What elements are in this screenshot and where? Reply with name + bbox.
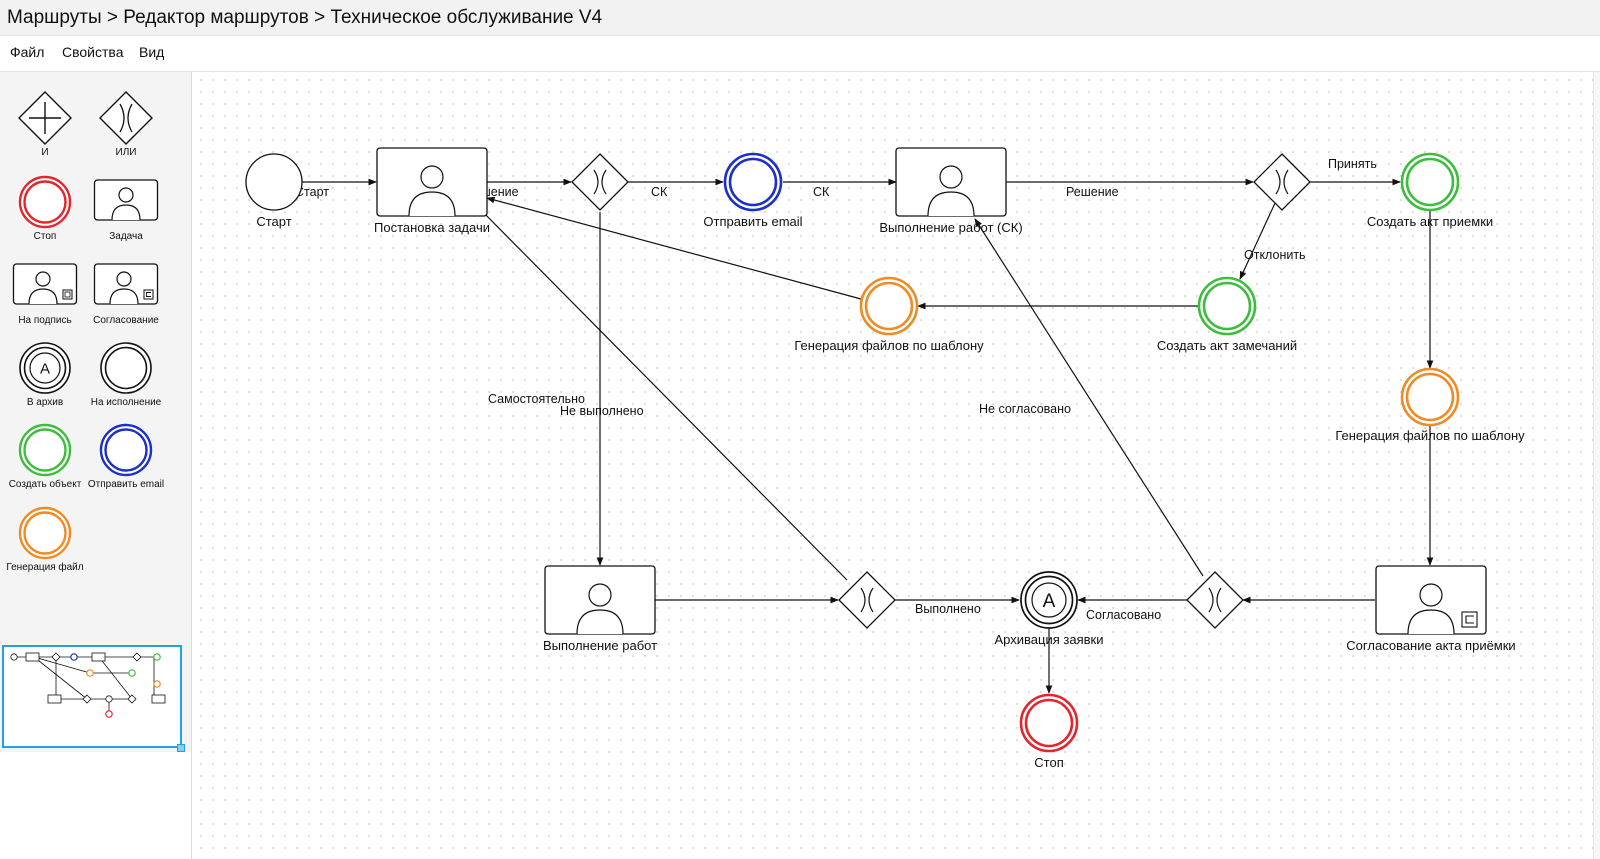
palette-label: Генерация файл — [6, 562, 84, 573]
edge-label: Отклонить — [1244, 248, 1306, 262]
palette-item-task[interactable]: Задача — [85, 174, 167, 242]
title-bar: Маршруты > Редактор маршрутов > Техничес… — [0, 0, 1600, 36]
node-approve-act[interactable] — [1375, 565, 1487, 635]
node-task-sk[interactable] — [895, 147, 1007, 217]
node-label: Стоп — [1034, 755, 1063, 770]
node-archive[interactable]: A — [1020, 571, 1078, 629]
node-label: Согласование акта приёмки — [1346, 638, 1515, 653]
palette-item-archive[interactable]: A В архив — [4, 340, 86, 408]
node-gateway-4[interactable] — [1186, 571, 1244, 629]
menu-view[interactable]: Вид — [139, 44, 165, 60]
node-label: Создать акт приемки — [1367, 214, 1493, 229]
node-label: Постановка задачи — [374, 220, 490, 235]
node-stop[interactable] — [1019, 693, 1079, 753]
menu-file[interactable]: Файл — [10, 44, 45, 60]
palette-item-create-object[interactable]: Создать объект — [4, 422, 86, 490]
breadcrumb: Маршруты > Редактор маршрутов > Техничес… — [7, 7, 603, 28]
edge-label: Принять — [1328, 157, 1377, 171]
palette-label: Согласование — [93, 315, 159, 326]
palette-label: На подпись — [18, 315, 72, 326]
node-start[interactable] — [245, 153, 303, 211]
node-label: Выполнение работ (СК) — [879, 220, 1022, 235]
node-label: Генерация файлов по шаблону — [1335, 428, 1525, 443]
palette-item-sign[interactable]: На подпись — [4, 258, 86, 326]
menu-bar: Файл Свойства Вид — [0, 36, 1600, 72]
minimap-resize-handle[interactable] — [177, 744, 185, 752]
edge-gw3-setup[interactable] — [476, 205, 848, 581]
palette-label: Отправить email — [87, 479, 165, 490]
edge-label: Выполнено — [915, 602, 981, 616]
palette-label: В архив — [26, 397, 64, 408]
edge-label: Не выполнено — [560, 404, 644, 418]
node-label: Отправить email — [703, 214, 802, 229]
node-label: Архивация заявки — [995, 632, 1104, 647]
node-generate-files-2[interactable] — [1400, 367, 1460, 427]
palette-item-stop[interactable]: Стоп — [4, 174, 86, 242]
node-generate-files-1[interactable] — [859, 276, 919, 336]
palette-label: Задача — [109, 231, 143, 242]
edge-label: Не согласовано — [979, 402, 1071, 416]
edge-label: Старт — [295, 185, 329, 199]
create-object-event-icon — [18, 423, 72, 477]
edge-genfiles-setup[interactable] — [486, 196, 862, 300]
task-icon — [93, 179, 159, 221]
node-task-setup[interactable] — [376, 147, 488, 217]
palette-label: И — [41, 147, 49, 158]
minimap[interactable] — [2, 645, 182, 748]
palette-label: Создать объект — [8, 479, 82, 490]
palette-label: Стоп — [33, 231, 57, 242]
edge-gw4-sk[interactable] — [974, 218, 1204, 577]
edge-label: Самостоятельно — [488, 392, 585, 406]
canvas-scrollbar[interactable] — [1593, 72, 1600, 859]
palette-item-execution[interactable]: На исполнение — [85, 340, 167, 408]
process-diagram: Старт Решение СК СК Решение Принять Откл… — [245, 147, 1525, 770]
node-gateway-1[interactable] — [571, 153, 629, 211]
approval-task-icon — [93, 263, 159, 305]
svg-text:A: A — [40, 361, 50, 378]
palette-item-or[interactable]: ИЛИ — [85, 90, 167, 158]
node-label: Генерация файлов по шаблону — [794, 338, 984, 353]
palette-footer — [0, 752, 191, 859]
palette-item-send-email[interactable]: Отправить email — [85, 422, 167, 490]
palette-label: На исполнение — [90, 397, 162, 408]
execution-event-icon — [100, 342, 152, 394]
sign-task-icon — [12, 263, 78, 305]
minimap-preview — [10, 652, 166, 718]
menu-properties[interactable]: Свойства — [62, 44, 124, 60]
palette-item-and[interactable]: И — [4, 90, 86, 158]
node-send-email[interactable] — [723, 152, 783, 212]
exclusive-gateway-icon — [99, 91, 153, 145]
edge-label: СК — [651, 185, 668, 199]
node-gateway-2[interactable] — [1253, 153, 1311, 211]
diagram-canvas[interactable]: Старт Решение СК СК Решение Принять Откл… — [195, 74, 1593, 859]
node-label: Создать акт замечаний — [1157, 338, 1297, 353]
edge-label: Решение — [1066, 185, 1119, 199]
node-task-work[interactable] — [544, 565, 656, 635]
palette-item-approval[interactable]: Согласование — [85, 258, 167, 326]
node-gateway-3[interactable] — [838, 571, 896, 629]
edge-gw2-remarks[interactable] — [1239, 200, 1277, 280]
node-create-remarks-act[interactable] — [1197, 276, 1257, 336]
node-create-accept-act[interactable] — [1400, 152, 1460, 212]
stop-event-icon — [18, 175, 72, 229]
node-label: Старт — [256, 214, 291, 229]
archive-event-icon: A — [19, 342, 71, 394]
edge-label: Согласовано — [1086, 608, 1161, 622]
node-label: Выполнение работ — [543, 638, 657, 653]
palette-label: ИЛИ — [115, 147, 137, 158]
palette-item-generate-file[interactable]: Генерация файл — [4, 505, 86, 573]
svg-text:A: A — [1043, 591, 1056, 612]
edge-label: СК — [813, 185, 830, 199]
send-email-event-icon — [99, 423, 153, 477]
parallel-gateway-icon — [18, 91, 72, 145]
generate-file-event-icon — [18, 506, 72, 560]
